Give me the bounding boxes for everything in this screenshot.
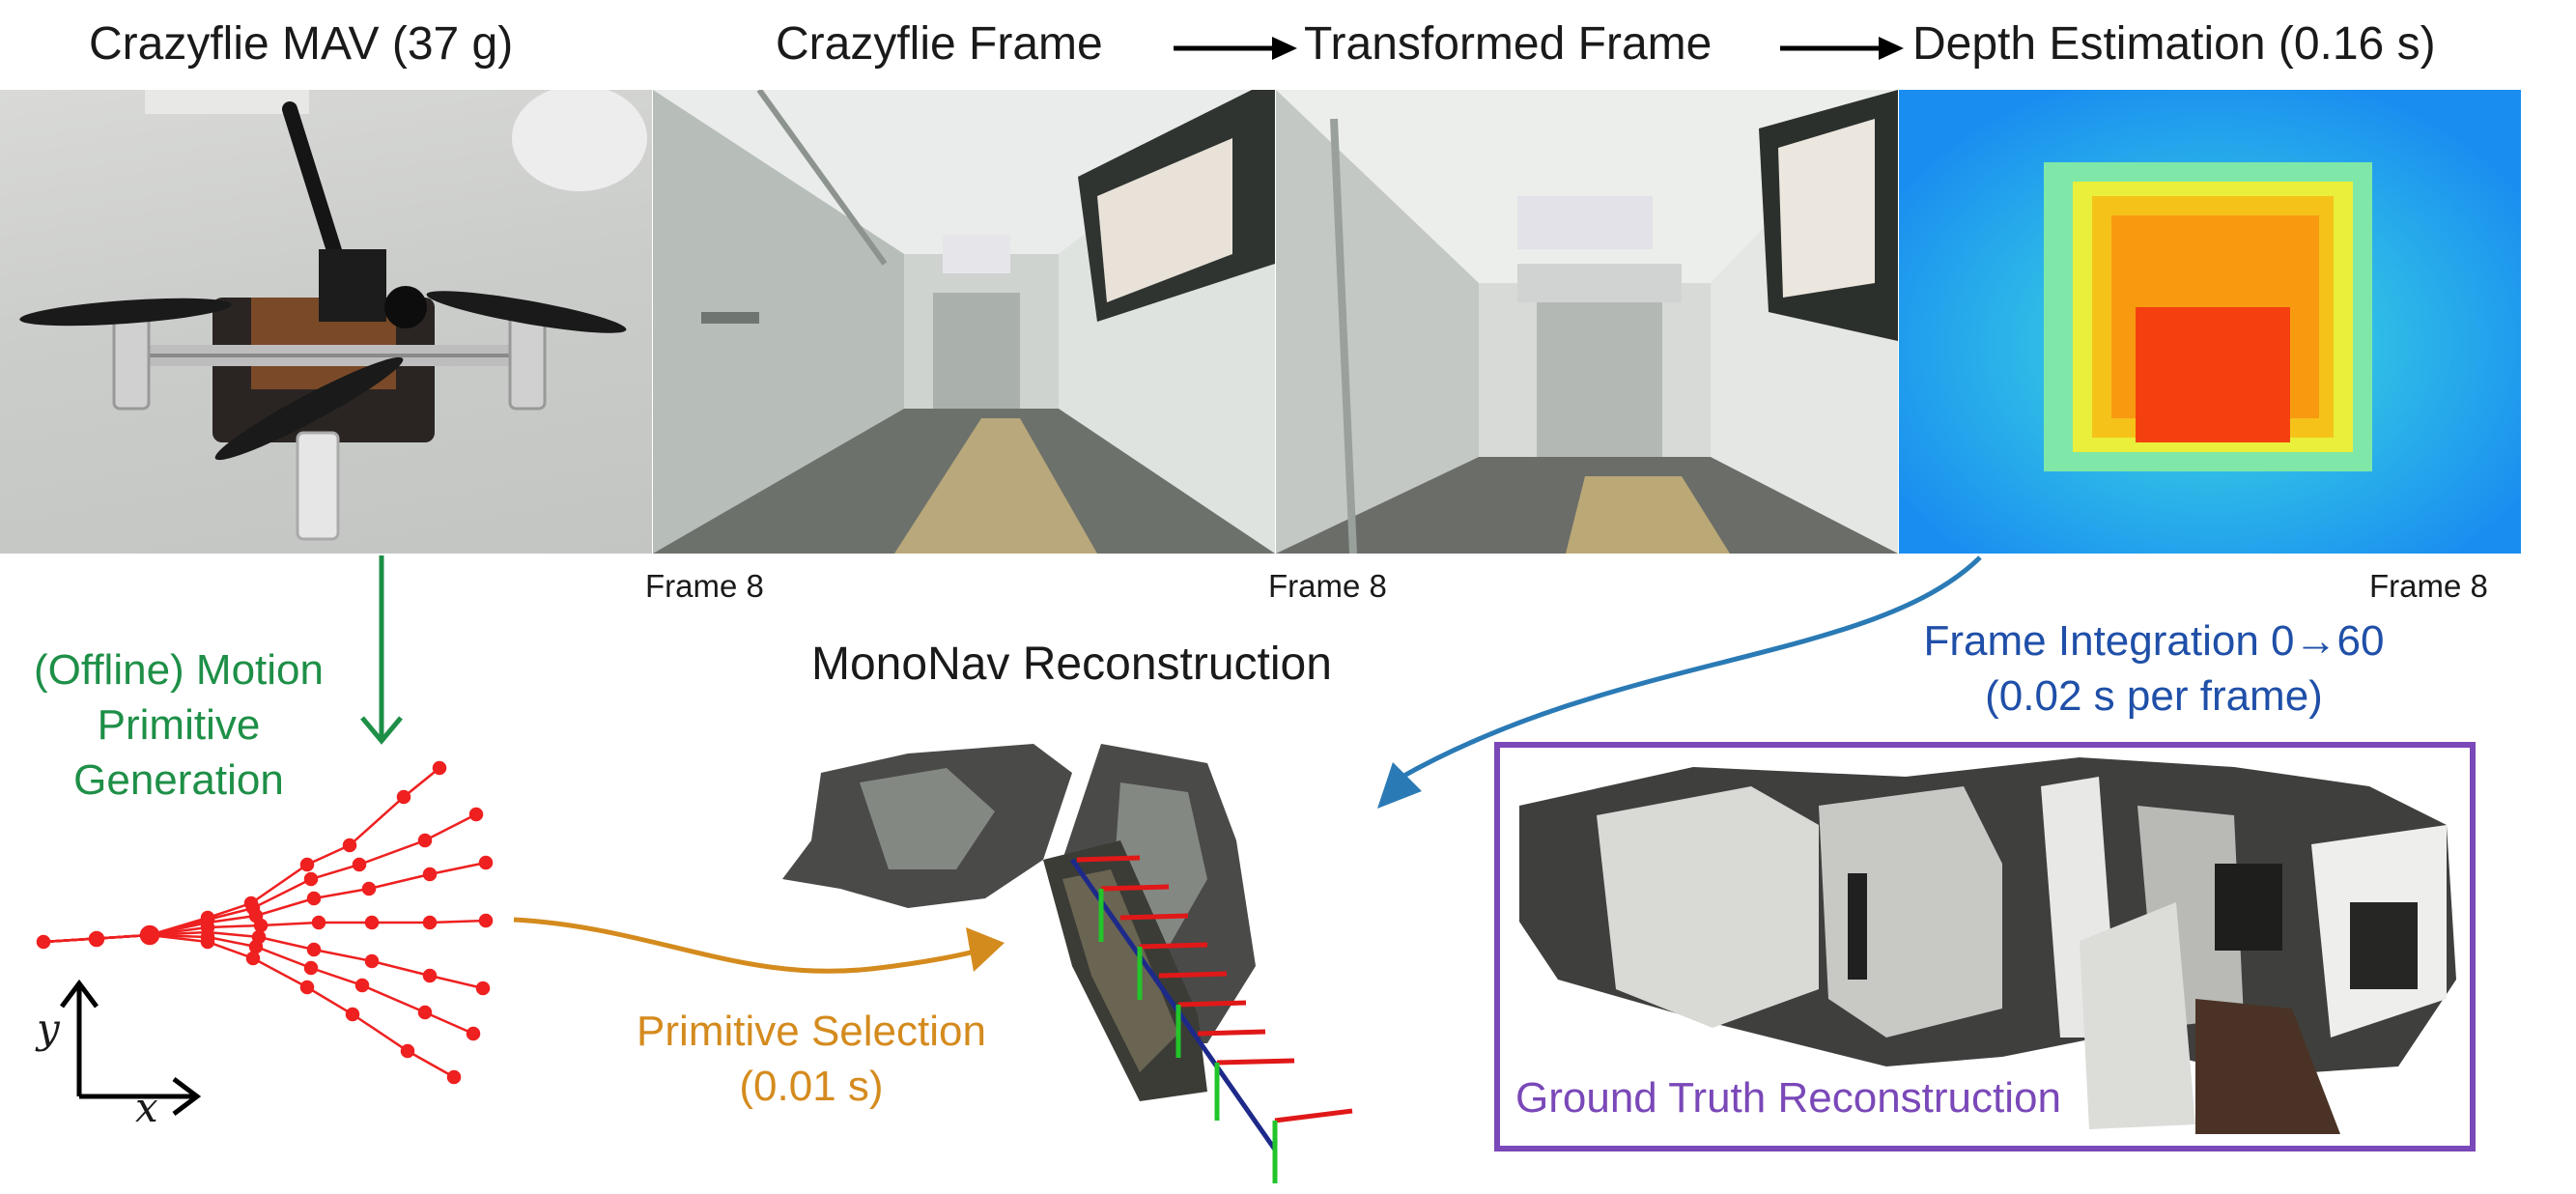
ground-truth-label: Ground Truth Reconstruction [1515,1074,2061,1122]
arrow-transformed-to-depth [1780,37,1904,60]
motion-primitive-line1: (Offline) Motion [34,646,324,694]
frame-label-1: Frame 8 [645,568,764,604]
heading-crazyflie-frame: Crazyflie Frame [776,18,1103,70]
mav-photo [0,90,652,554]
axis-label-y: y [37,1005,60,1052]
arrow-frame-integration [1377,555,1982,809]
heading-mononav-reconstruction: MonoNav Reconstruction [811,639,1332,690]
frame-label-3: Frame 8 [2369,568,2488,604]
motion-primitive-fan [36,760,494,1085]
arrow-motion-primitive [360,555,403,745]
mononav-reconstruction-pointcloud [782,744,1353,1183]
primitive-selection-line1: Primitive Selection [637,1008,986,1055]
motion-primitive-line2: Primitive [97,701,261,749]
heading-depth-estimation: Depth Estimation (0.16 s) [1912,18,2436,70]
motion-primitive-line3: Generation [73,756,284,804]
heading-transformed-frame: Transformed Frame [1304,18,1713,70]
arrow-primitive-selection [513,917,1005,974]
crazyflie-frame-image [653,90,1275,554]
primitive-selection-line2: (0.01 s) [739,1063,884,1110]
xy-axes [60,979,202,1116]
frame-integration-line2: (0.02 s per frame) [1985,672,2323,720]
heading-mav: Crazyflie MAV (37 g) [89,18,514,70]
ground-truth-reconstruction-box: Ground Truth Reconstruction [1494,742,2476,1151]
depth-estimation-image [1899,90,2521,554]
frame-integration-line1: Frame Integration 0→60 [1923,617,2385,665]
arrow-cf-to-transformed [1174,37,1297,60]
transformed-frame-image [1276,90,1898,554]
axis-label-x: x [135,1084,158,1131]
frame-label-2: Frame 8 [1268,568,1387,604]
